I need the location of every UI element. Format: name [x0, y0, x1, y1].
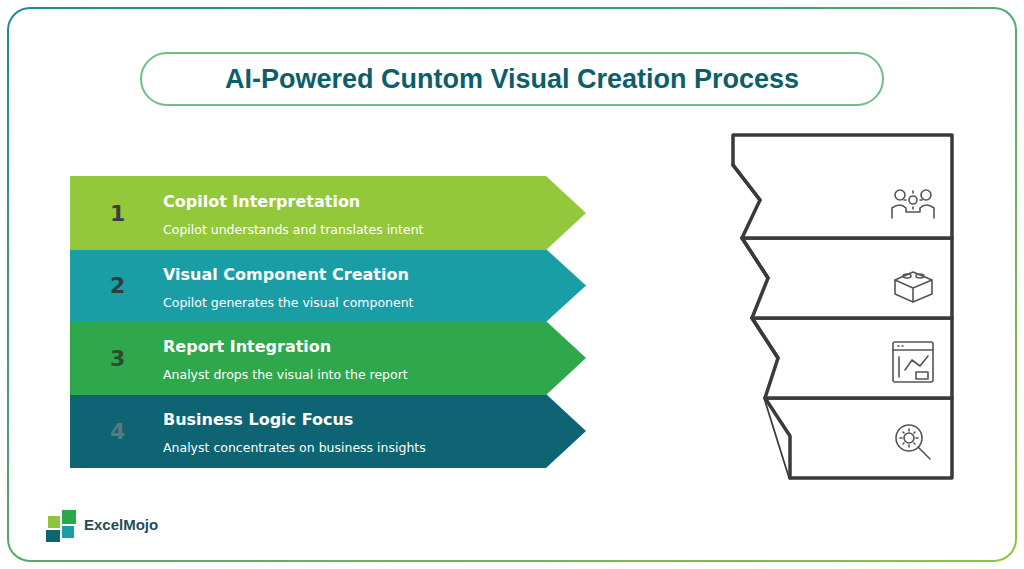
- step-number: 3: [110, 346, 125, 371]
- band-fill: [70, 394, 586, 468]
- title-pill: AI-Powered Cuntom Visual Creation Proces…: [140, 52, 884, 106]
- step-heading: Business Logic Focus: [163, 410, 353, 429]
- step-number: 4: [110, 419, 125, 444]
- band-shape: [70, 176, 586, 250]
- step-band: 4 Business Logic FocusAnalyst concentrate…: [70, 394, 586, 468]
- step-description: Analyst drops the visual into the report: [163, 367, 408, 382]
- logo-mark: [44, 508, 84, 544]
- step-description: Copilot understands and translates inten…: [163, 222, 423, 237]
- step-description: Analyst concentrates on business insight…: [163, 440, 426, 455]
- staircase-illustration: [700, 120, 980, 500]
- step-band: 3 Report IntegrationAnalyst drops the vis…: [70, 321, 586, 395]
- step-number: 1: [110, 201, 125, 226]
- band-fill: [70, 176, 586, 250]
- step-band: 2 Visual Component CreationCopilot genera…: [70, 249, 586, 322]
- step-heading: Copilot Interpretation: [163, 192, 360, 211]
- band-shape: [70, 394, 586, 468]
- title: AI-Powered Cuntom Visual Creation Proces…: [225, 64, 799, 95]
- step-band: 1 Copilot InterpretationCopilot understan…: [70, 176, 586, 250]
- band-shape: [70, 321, 586, 395]
- step-description: Copilot generates the visual component: [163, 295, 414, 310]
- step-heading: Report Integration: [163, 337, 331, 356]
- band-fill: [70, 249, 586, 322]
- band-shape: [70, 249, 586, 322]
- step-number: 2: [110, 273, 125, 298]
- band-fill: [70, 321, 586, 395]
- step-heading: Visual Component Creation: [163, 265, 409, 284]
- brand-label: ExcelMojo: [84, 516, 158, 533]
